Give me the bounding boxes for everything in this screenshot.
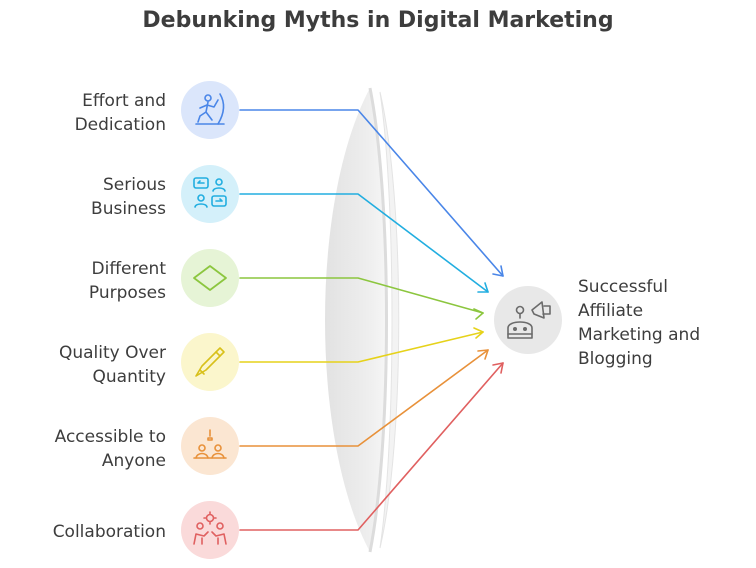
conversation-icon xyxy=(193,177,227,208)
connector-serious xyxy=(239,193,489,293)
connector-effort xyxy=(239,109,504,277)
myth-label-accessible: Accessible to Anyone xyxy=(54,427,166,471)
lens-shape xyxy=(325,87,400,553)
myth-node-collaboration xyxy=(181,501,239,559)
connectors xyxy=(239,109,504,531)
myth-node-effort xyxy=(181,81,239,139)
result-label: Successful Affiliate Marketing and Blogg… xyxy=(578,277,701,369)
myth-node-serious xyxy=(181,165,239,223)
connector-accessible xyxy=(239,349,489,447)
myth-label-purposes: Different Purposes xyxy=(88,259,166,303)
connector-purposes xyxy=(239,277,484,320)
result-node xyxy=(494,286,562,354)
connector-collaboration xyxy=(239,362,504,531)
myth-node-accessible xyxy=(181,417,239,475)
myth-label-effort: Effort and Dedication xyxy=(74,91,166,135)
connector-quality xyxy=(239,327,484,363)
myth-node-purposes xyxy=(181,249,239,307)
myth-label-quality: Quality Over Quantity xyxy=(58,343,166,387)
climber-icon xyxy=(195,93,225,125)
diamond-icon xyxy=(193,265,227,291)
pen-icon xyxy=(195,347,225,377)
myth-node-quality xyxy=(181,333,239,391)
people-desk-icon xyxy=(193,429,227,459)
myth-label-serious: Serious Business xyxy=(91,175,166,219)
robot-megaphone-icon xyxy=(507,301,551,339)
diagram-title: Debunking Myths in Digital Marketing xyxy=(142,8,614,33)
myth-label-collaboration: Collaboration xyxy=(52,522,166,542)
team-gear-icon xyxy=(193,511,227,545)
